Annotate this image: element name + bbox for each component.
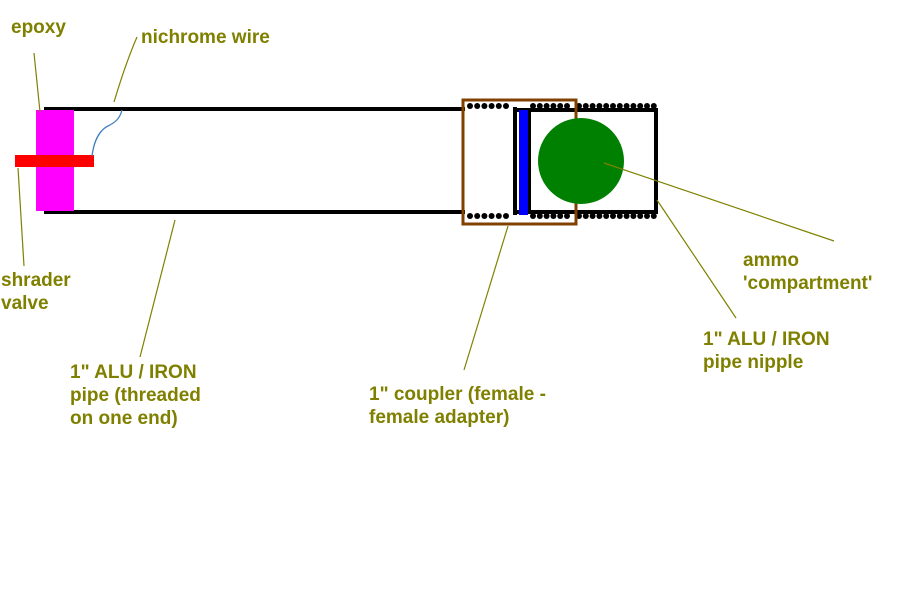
thread-bead — [543, 103, 550, 109]
label-pipe-line1: 1" ALU / IRON — [70, 362, 197, 383]
thread-bead — [589, 213, 596, 219]
thread-bead — [503, 103, 509, 109]
thread-bead — [610, 103, 616, 109]
thread-bead — [488, 103, 495, 109]
label-ammo-line2: 'compartment' — [743, 273, 873, 294]
main-pipe — [44, 107, 465, 214]
thread-bead — [637, 103, 644, 109]
thread-bead — [530, 213, 536, 219]
thread-bead — [564, 103, 570, 109]
thread-bead — [481, 103, 488, 109]
thread-bead — [467, 213, 473, 219]
thread-bead — [644, 213, 650, 219]
thread-bead — [644, 103, 650, 109]
thread-bead — [596, 213, 603, 219]
thread-bead — [495, 213, 502, 219]
thread-bead — [623, 213, 630, 219]
thread-bead — [488, 213, 495, 219]
label-nipple-line2: pipe nipple — [703, 352, 804, 373]
label-ammo: ammo 'compartment' — [743, 249, 872, 295]
nichrome-wire — [91, 109, 123, 157]
thread-bead — [536, 103, 543, 109]
thread-bead — [564, 213, 570, 219]
leader-ammo — [603, 162, 835, 242]
label-coupler-line2: female adapter) — [369, 407, 510, 428]
thread-bead — [530, 103, 536, 109]
thread-bead — [557, 213, 564, 219]
thread-bead — [582, 103, 589, 109]
thread-bead — [474, 103, 481, 109]
leader-nipple — [656, 199, 737, 319]
thread-bead — [610, 213, 616, 219]
label-ammo-line1: ammo — [743, 250, 799, 271]
thread-beads — [467, 103, 657, 219]
thread-bead — [474, 213, 481, 219]
label-nipple-line1: 1" ALU / IRON — [703, 329, 830, 350]
label-schrader-valve-line2: valve — [1, 293, 49, 314]
thread-bead — [589, 103, 596, 109]
thread-bead — [503, 213, 509, 219]
thread-bead — [550, 103, 557, 109]
label-schrader-valve: shrader valve — [1, 269, 71, 315]
thread-bead — [557, 103, 564, 109]
pipe-nipple — [515, 108, 658, 214]
leader-nichrome — [113, 36, 138, 103]
label-coupler: 1" coupler (female - female adapter) — [369, 383, 546, 429]
thread-bead — [543, 213, 550, 219]
thread-bead — [495, 103, 502, 109]
thread-bead — [467, 103, 473, 109]
label-schrader-valve-line1: shrader — [1, 270, 71, 291]
thread-bead — [650, 103, 657, 109]
label-nipple: 1" ALU / IRON pipe nipple — [703, 328, 830, 374]
thread-bead — [630, 213, 637, 219]
thread-bead — [550, 213, 557, 219]
leader-epoxy — [33, 52, 41, 113]
label-coupler-line1: 1" coupler (female - — [369, 384, 546, 405]
thread-bead — [630, 103, 637, 109]
schrader-valve-bar — [15, 155, 94, 167]
thread-bead — [650, 213, 657, 219]
label-pipe-line3: on one end) — [70, 408, 178, 429]
thread-bead — [603, 103, 610, 109]
thread-bead — [582, 213, 589, 219]
ammo-ball — [538, 118, 624, 204]
thread-bead — [637, 213, 644, 219]
label-epoxy: epoxy — [11, 17, 66, 38]
label-pipe-line2: pipe (threaded — [70, 385, 201, 406]
thread-bead — [536, 213, 543, 219]
divider-disk — [519, 110, 528, 215]
label-pipe: 1" ALU / IRON pipe (threaded on one end) — [70, 361, 201, 430]
leader-coupler — [463, 225, 509, 371]
leader-valve — [17, 167, 25, 267]
thread-bead — [616, 103, 623, 109]
leader-pipe — [139, 219, 176, 358]
leader-lines — [17, 36, 835, 371]
thread-bead — [623, 103, 630, 109]
label-nichrome-wire: nichrome wire — [141, 27, 270, 48]
thread-bead — [481, 213, 488, 219]
thread-bead — [603, 213, 610, 219]
thread-bead — [616, 213, 623, 219]
thread-bead — [596, 103, 603, 109]
